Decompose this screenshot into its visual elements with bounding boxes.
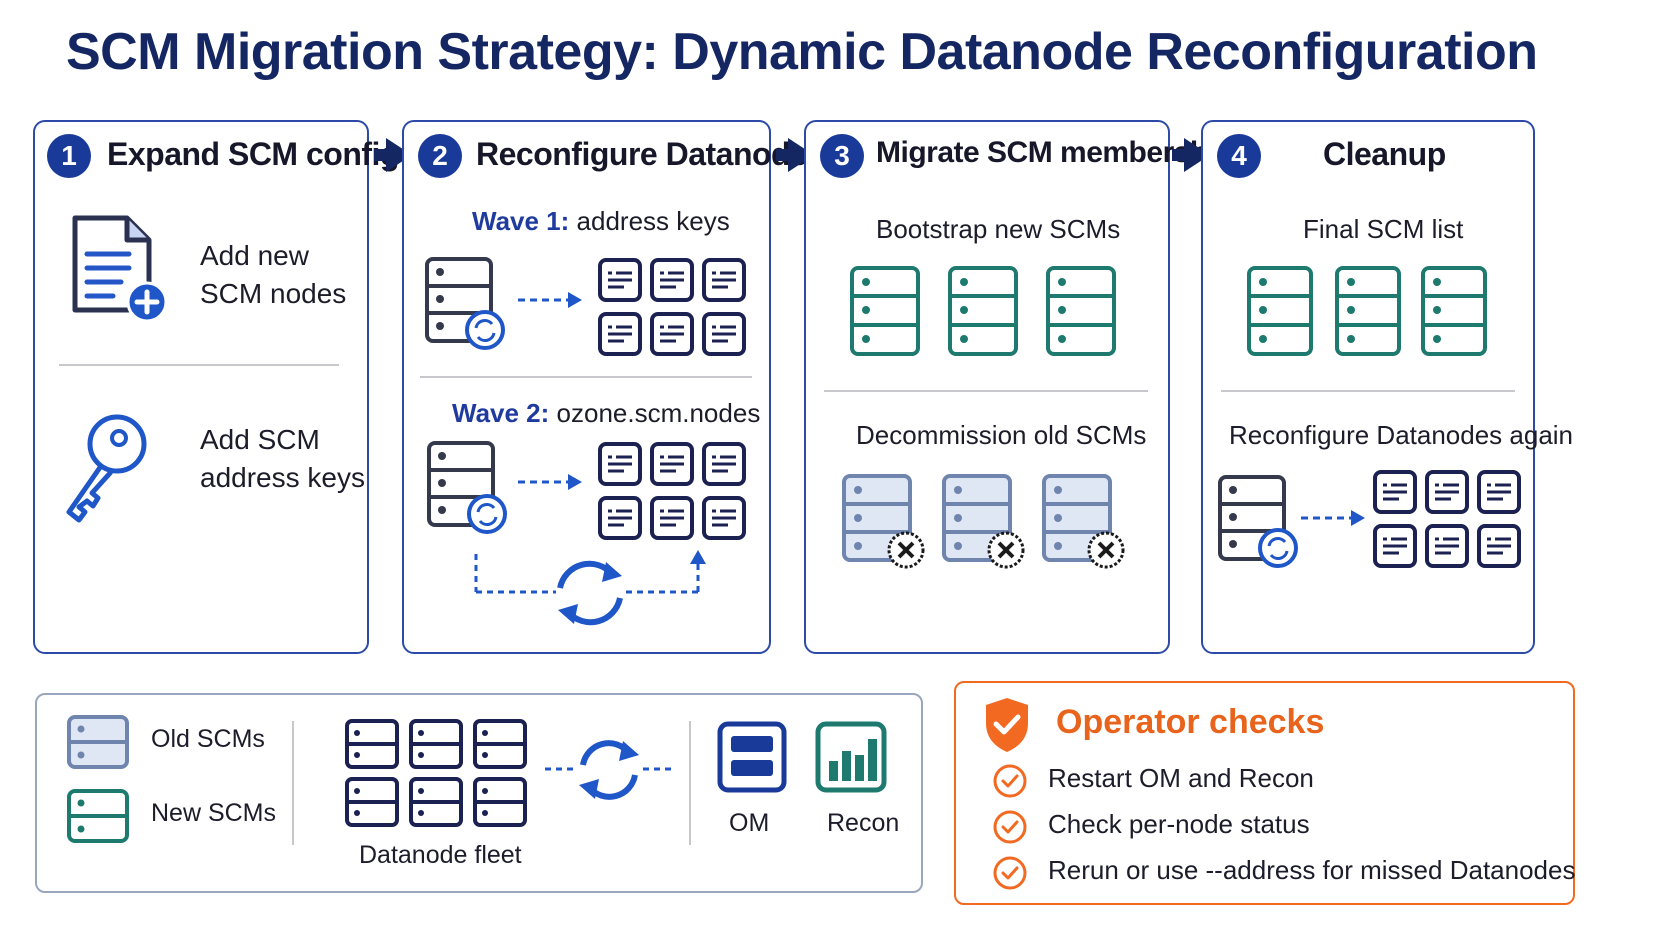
step-4-panel: 4 Cleanup Final SCM list Reconfigure Dat… — [1201, 120, 1573, 654]
old-scm-servers-decommission-icon — [842, 474, 1125, 569]
step-title: Reconfigure Datanodes — [476, 136, 825, 172]
reconfigure-again-label: Reconfigure Datanodes again — [1229, 420, 1574, 450]
operator-check-item: Check per-node status — [1048, 809, 1310, 839]
legend-panel: Old SCMs New SCMs Datanode fleet — [35, 693, 923, 893]
old-scm-legend-icon — [67, 715, 129, 769]
final-scm-list-label: Final SCM list — [1303, 214, 1464, 244]
add-scm-line-1: Add SCM — [200, 424, 320, 455]
wave-1-text: address keys — [576, 206, 730, 236]
step-number-badge: 2 — [418, 134, 462, 178]
old-scms-label: Old SCMs — [151, 725, 265, 753]
document-add-icon — [72, 215, 168, 323]
step-2-panel: 2 Reconfigure Datanodes Wave 1: address … — [402, 120, 825, 654]
step-1-panel: 1 Expand SCM config Add new SCM nodes Ad… — [33, 120, 399, 654]
sync-cycle-icon — [545, 740, 671, 800]
server-reconfig-icon — [427, 441, 507, 534]
decommission-label: Decommission old SCMs — [856, 420, 1147, 450]
divider — [1221, 390, 1515, 392]
check-circle-icon — [993, 810, 1027, 844]
shield-check-icon — [986, 698, 1028, 752]
divider — [420, 376, 752, 378]
dashed-arrow-icon — [1301, 510, 1365, 526]
add-new-line-2: SCM nodes — [200, 278, 347, 309]
recon-label: Recon — [827, 809, 900, 837]
operator-check-item: Restart OM and Recon — [1048, 763, 1314, 793]
new-scms-label: New SCMs — [151, 799, 277, 827]
step-number-badge: 4 — [1217, 134, 1261, 178]
loop-cycle-icon — [474, 550, 706, 626]
datanode-grid-icon — [598, 442, 746, 540]
datanode-fleet-label: Datanode fleet — [359, 841, 522, 869]
step-number-badge: 3 — [820, 134, 864, 178]
datanode-grid-icon — [1373, 470, 1521, 568]
new-scm-servers-icon — [850, 266, 1116, 356]
server-reconfig-icon — [425, 257, 505, 350]
wave-1-label: Wave 1: — [472, 206, 570, 236]
om-label: OM — [729, 809, 770, 837]
key-icon — [66, 414, 147, 523]
om-icon — [717, 721, 787, 793]
wave-2-label: Wave 2: — [452, 398, 550, 428]
final-scm-servers-icon — [1247, 266, 1487, 356]
step-3-panel: 3 Migrate SCM membership Bootstrap new S… — [804, 120, 1234, 654]
datanode-grid-icon — [598, 258, 746, 356]
operator-checks-title: Operator checks — [1056, 703, 1325, 741]
divider — [59, 364, 339, 366]
wave-2-heading: Wave 2: ozone.scm.nodes — [452, 398, 760, 429]
page-title: SCM Migration Strategy: Dynamic Datanode… — [66, 23, 1538, 81]
datanode-fleet-icon — [345, 719, 527, 827]
check-circle-icon — [993, 856, 1027, 890]
dashed-arrow-icon — [518, 474, 582, 490]
add-scm-line-2: address keys — [200, 462, 365, 493]
legend-divider — [292, 721, 294, 845]
step-title: Expand SCM config — [107, 136, 399, 172]
server-reconfig-icon — [1218, 475, 1298, 568]
check-circle-icon — [993, 764, 1027, 798]
add-new-line-1: Add new — [200, 240, 309, 271]
wave-2-text: ozone.scm.nodes — [556, 398, 761, 428]
wave-1-heading: Wave 1: address keys — [472, 206, 730, 237]
step-number-badge: 1 — [47, 134, 91, 178]
operator-checks-panel: Operator checks Restart OM and Recon Che… — [954, 681, 1575, 905]
legend-divider — [689, 721, 691, 845]
bootstrap-label: Bootstrap new SCMs — [876, 214, 1121, 244]
new-scm-legend-icon — [67, 789, 129, 843]
step-title: Cleanup — [1323, 136, 1446, 172]
dashed-arrow-icon — [518, 292, 582, 308]
divider — [824, 390, 1148, 392]
operator-check-item: Rerun or use --address for missed Datano… — [1048, 855, 1576, 885]
recon-chart-icon — [815, 721, 887, 793]
